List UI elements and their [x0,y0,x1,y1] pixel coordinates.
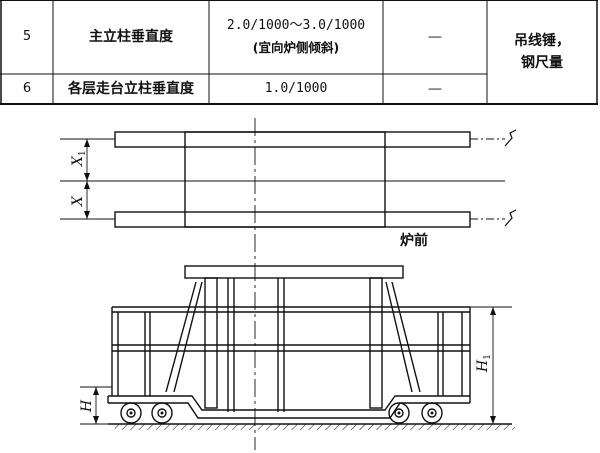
check-item: 各层走台立柱垂直度 [68,81,194,97]
furnace-frame-diagram: X1 X 炉前 [60,118,517,450]
deviation-note: (宜向炉侧倾斜) [252,40,340,55]
label-furnace-front: 炉前 [400,232,428,249]
method-line: 钢尺量 [521,55,563,71]
dash-cell: — [428,81,442,97]
inspection-method: 吊线锤， 钢尺量 [488,20,596,84]
dimension-arrows [84,139,90,219]
label-x1: X1 [70,150,88,167]
check-item: 主立柱垂直度 [89,29,173,45]
ground-hatch [115,424,515,430]
table-grid [0,0,598,105]
label-x: X [70,195,86,207]
inspection-table: 5 主立柱垂直度 2.0/1000～3.0/1000 (宜向炉侧倾斜) — 6 … [0,0,600,106]
row-number: 5 [22,29,32,44]
label-h1: H1 [475,354,493,373]
allowed-deviation: 1.0/1000 [264,81,328,96]
elevation-arrows [93,307,496,424]
elevation-view [80,265,512,425]
label-h: H [79,399,95,413]
plan-view [60,118,517,450]
row-number: 6 [22,81,32,96]
wheel-hubs [129,411,434,415]
method-line: 吊线锤， [514,33,570,49]
allowed-deviation: 2.0/1000～3.0/1000 (宜向炉侧倾斜) [210,4,382,70]
dash-cell: — [428,29,442,45]
deviation-range: 2.0/1000～3.0/1000 [226,18,366,33]
